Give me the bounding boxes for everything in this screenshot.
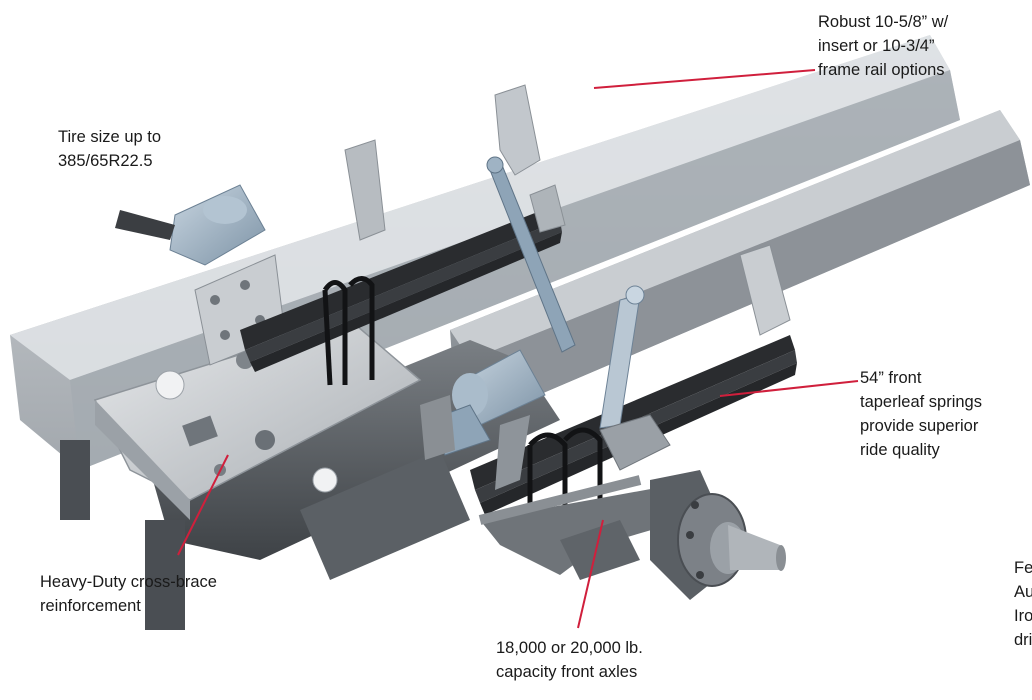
callout-line: Au xyxy=(1014,583,1032,601)
leader-front-axles xyxy=(577,519,604,629)
callout-line: capacity front axles xyxy=(496,663,638,681)
callout-frame-rail: Robust 10-5/8” w/insert or 10-3/4” frame … xyxy=(818,10,948,82)
power-steering-unit xyxy=(429,349,546,490)
callout-line: 18,000 or 20,000 lb. xyxy=(496,639,643,657)
callout-line: reinforcement xyxy=(40,597,141,615)
callout-line: Tire size up to xyxy=(58,128,162,146)
callout-line: dri xyxy=(1014,631,1032,649)
callout-line: Fe xyxy=(1014,559,1032,577)
callout-front-axles: 18,000 or 20,000 lb. capacity front axles xyxy=(496,636,643,684)
leader-springs xyxy=(719,380,859,397)
callout-line: taperleaf springs xyxy=(860,393,982,411)
callout-line: Heavy-Duty cross-brace xyxy=(40,573,217,591)
callout-line: 54” front xyxy=(860,369,922,387)
wheel-hub xyxy=(650,470,786,600)
leader-frame-rail xyxy=(593,69,816,89)
callout-line: Robust 10-5/8” w/ xyxy=(818,13,949,31)
callout-line: 385/65R22.5 xyxy=(58,152,153,170)
callout-tire-size: Tire size up to 385/65R22.5 xyxy=(58,125,161,173)
callout-springs: 54” front taperleaf springs provide superi… xyxy=(860,366,982,462)
leader-cross-brace xyxy=(177,454,229,556)
callout-line: frame rail options xyxy=(818,61,945,79)
callout-cross-brace: Heavy-Duty cross-brace reinforcement xyxy=(40,570,217,618)
callout-line: Iro xyxy=(1014,607,1032,625)
spring-hangers xyxy=(420,184,791,460)
callout-line: provide superior xyxy=(860,417,979,435)
leader-lines xyxy=(177,69,859,629)
callout-line: insert or 10-3/4” xyxy=(818,37,935,55)
callout-line: ride quality xyxy=(860,441,940,459)
